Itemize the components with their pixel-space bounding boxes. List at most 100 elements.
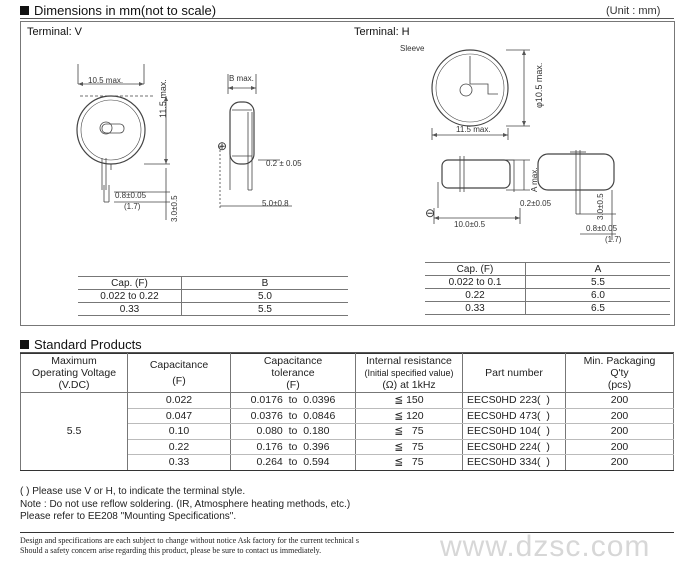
h-pin-width-dim: 0.8±0.05 <box>586 224 618 233</box>
standard-rule <box>20 352 674 353</box>
capacitance-cell: 0.33 <box>127 454 231 471</box>
tolerance-cell: 0.0176 to 0.0396 <box>230 392 356 409</box>
table-cell: 5.5 <box>525 275 670 289</box>
table-row: 0.33 6.5 <box>425 301 670 315</box>
note-line: Please refer to EE208 "Mounting Specific… <box>20 511 237 522</box>
terminal-v-drawing <box>76 64 292 220</box>
v-lead-length-dim: 3.0±0.5 <box>170 195 179 222</box>
resistance-cell: ≦ 75 <box>355 423 463 440</box>
table-row: 0.33 5.5 <box>78 302 348 316</box>
footer-text: Design and specifications are each subje… <box>20 536 440 556</box>
table-cell: 5.0 <box>181 289 348 303</box>
capacitance-cell: 0.10 <box>127 423 231 440</box>
table-header-cell: B <box>181 276 348 290</box>
table-row: 0.022 to 0.1 5.5 <box>425 275 670 289</box>
standard-heading: Standard Products <box>20 337 142 352</box>
resistance-cell: ≦ 75 <box>355 454 463 471</box>
tolerance-cell: 0.264 to 0.594 <box>230 454 356 471</box>
table-header-cell: Cap. (F) <box>78 276 182 290</box>
tolerance-cell: 0.176 to 0.396 <box>230 439 356 455</box>
header-rule <box>20 18 674 19</box>
table-row: 0.22 0.176 to 0.396 ≦ 75 EECS0HD 224( ) … <box>21 439 674 455</box>
v-pitch-dim: 5.0±0.8 <box>262 199 289 208</box>
terminal-v-label: Terminal: V <box>27 26 83 38</box>
part-number-cell: EECS0HD 334( ) <box>462 454 566 471</box>
v-height-dim: 11.5 max. <box>158 79 168 118</box>
capacitance-cell: 0.047 <box>127 408 231 424</box>
table-header-row: Cap. (F) B <box>78 276 348 290</box>
note-line: Note : Do not use reflow soldering. (IR,… <box>20 498 351 510</box>
terminal-h-table: Cap. (F) A 0.022 to 0.1 5.5 0.22 6.0 0.3… <box>425 262 670 315</box>
terminal-h-label: Terminal: H <box>354 26 410 38</box>
footer-line: Design and specifications are each subje… <box>20 536 359 545</box>
h-sleeve-label: Sleeve <box>400 44 425 53</box>
resistance-cell: ≦ 75 <box>355 439 463 455</box>
notes: ( ) Please use V or H, to indicate the t… <box>20 486 350 524</box>
terminal-v-table: Cap. (F) B 0.022 to 0.22 5.0 0.33 5.5 <box>78 276 348 316</box>
header-part-number: Part number <box>462 353 566 393</box>
h-a-dim: A max. <box>530 167 539 192</box>
packaging-cell: 200 <box>565 408 674 424</box>
table-cell: 6.0 <box>525 288 670 302</box>
packaging-cell: 200 <box>565 439 674 455</box>
h-pitch-dim: 10.0±0.5 <box>454 220 486 229</box>
table-row: 0.33 0.264 to 0.594 ≦ 75 EECS0HD 334( ) … <box>21 454 674 471</box>
h-minus-icon: ⊖ <box>425 206 436 220</box>
v-pin-width-dim: 0.8±0.05 <box>115 191 147 200</box>
v-width-dim: 10.5 max. <box>88 76 124 85</box>
footer-line: Should a safety concern arise regarding … <box>20 546 322 555</box>
table-cell: 0.022 to 0.22 <box>78 289 182 303</box>
table-cell: 6.5 <box>525 301 670 315</box>
voltage-cell: 5.5 <box>20 392 128 471</box>
capacitance-cell: 0.022 <box>127 392 231 409</box>
packaging-cell: 200 <box>565 423 674 440</box>
h-diameter-dim: φ10.5 max. <box>534 62 544 108</box>
table-cell: 0.33 <box>425 301 526 315</box>
resistance-cell: ≦ 120 <box>355 408 463 424</box>
unit-label: (Unit : mm) <box>606 5 661 17</box>
v-pin-thickness-dim: 0.2 ± 0.05 <box>266 159 302 168</box>
v-b-dim: B max. <box>229 74 254 83</box>
packaging-cell: 200 <box>565 392 674 409</box>
terminal-h-drawing <box>431 49 616 240</box>
table-row: 0.22 6.0 <box>425 288 670 302</box>
table-row: 0.047 0.0376 to 0.0846 ≦ 120 EECS0HD 473… <box>21 408 674 424</box>
part-number-cell: EECS0HD 473( ) <box>462 408 566 424</box>
table-row: 0.022 to 0.22 5.0 <box>78 289 348 303</box>
resistance-cell: ≦ 150 <box>355 392 463 409</box>
part-number-cell: EECS0HD 104( ) <box>462 423 566 440</box>
table-header-cell: A <box>525 262 670 276</box>
table-cell: 0.22 <box>425 288 526 302</box>
table-row: 0.10 0.080 to 0.180 ≦ 75 EECS0HD 104( ) … <box>21 423 674 440</box>
v-pin-ref-dim: (1.7) <box>124 202 141 211</box>
table-header-row: Cap. (F) A <box>425 262 670 276</box>
tolerance-cell: 0.080 to 0.180 <box>230 423 356 440</box>
dimensions-heading: Dimensions in mm(not to scale) <box>20 3 216 18</box>
v-plus-icon: ⊕ <box>217 139 228 153</box>
table-cell: 0.33 <box>78 302 182 316</box>
header-capacitance: Capacitance(F) <box>127 353 231 393</box>
h-pin-thickness-dim: 0.2±0.05 <box>520 199 552 208</box>
header-resistance: Internal resistance(Initial specified va… <box>355 353 463 393</box>
part-number-cell: EECS0HD 223( ) <box>462 392 566 409</box>
table-header-cell: Cap. (F) <box>425 262 526 276</box>
h-width-dim: 11.5 max. <box>456 125 491 134</box>
watermark: www.dzsc.com <box>440 530 651 563</box>
tolerance-cell: 0.0376 to 0.0846 <box>230 408 356 424</box>
h-pin-ref-dim: (1.7) <box>605 235 622 244</box>
table-cell: 0.022 to 0.1 <box>425 275 526 289</box>
h-lead-length-dim: 3.0±0.5 <box>596 193 605 220</box>
packaging-cell: 200 <box>565 454 674 471</box>
note-line: ( ) Please use V or H, to indicate the t… <box>20 486 246 497</box>
capacitance-cell: 0.22 <box>127 439 231 455</box>
part-number-cell: EECS0HD 224( ) <box>462 439 566 455</box>
table-row: 5.5 0.022 0.0176 to 0.0396 ≦ 150 EECS0HD… <box>20 392 674 471</box>
table-cell: 5.5 <box>181 302 348 316</box>
footer-rule <box>20 532 674 533</box>
dimensions-box <box>20 21 675 326</box>
